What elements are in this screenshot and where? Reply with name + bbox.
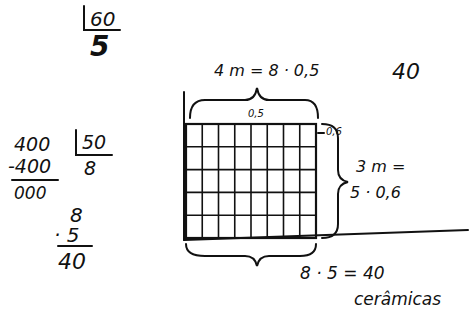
quotient-number: 8 (84, 158, 96, 179)
curly-brace (322, 124, 348, 238)
axis-line (183, 92, 185, 240)
dimension-label: 5 · 0,6 (350, 184, 401, 202)
rule-line (12, 179, 58, 181)
result-equation: 8 · 5 = 40 (300, 264, 385, 283)
division-bracket (84, 6, 120, 30)
tick-mark (318, 132, 324, 134)
divisor-number: 60 (90, 8, 115, 30)
remainder-number: 000 (14, 184, 46, 203)
curly-brace (186, 244, 316, 266)
product-number: 40 (58, 250, 86, 274)
dimension-label: 3 m = (356, 158, 405, 176)
factor-number: · 5 (54, 224, 79, 246)
dividend-number: 400 (14, 134, 50, 155)
curly-brace (190, 88, 318, 118)
unit-note: cerâmicas (354, 290, 441, 309)
dimension-label: 4 m = 8 · 0,5 (214, 62, 319, 80)
divisor-number: 50 (82, 132, 106, 153)
factor-number: 8 (70, 204, 83, 226)
subtraction-number: -400 (8, 156, 51, 177)
tile-dimension: 0,6 (326, 126, 342, 137)
quotient-number: 5 (90, 32, 109, 63)
tile-grid (186, 124, 316, 238)
result-number: 40 (392, 60, 420, 84)
division-bracket (76, 130, 112, 155)
tile-dimension: 0,5 (248, 108, 264, 119)
